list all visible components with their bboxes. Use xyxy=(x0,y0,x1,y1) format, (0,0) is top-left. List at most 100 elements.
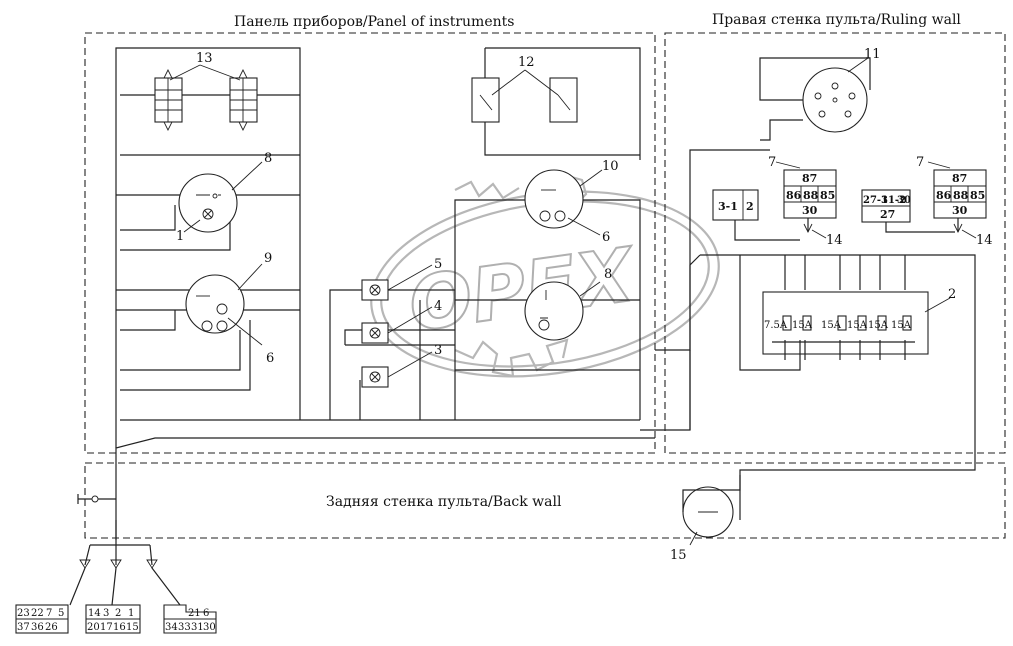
c1-top-2: 22 xyxy=(31,608,44,619)
fuse-6: 15A xyxy=(891,320,912,331)
c3-bot-2: 33 xyxy=(178,622,191,633)
relay-right-block: 87 86 88 85 30 xyxy=(933,169,987,219)
callout-7-right: 7 xyxy=(916,155,924,170)
relay-left-pin-88: 88 xyxy=(803,189,819,202)
leader-4 xyxy=(387,306,433,334)
leader-11 xyxy=(847,57,869,73)
connector-14-left xyxy=(734,218,813,241)
callout-14-right: 14 xyxy=(976,233,993,248)
connector-14-right xyxy=(885,218,963,234)
callout-12: 12 xyxy=(518,55,535,70)
gauge-8-upper xyxy=(178,173,238,233)
switch-13-left xyxy=(154,68,183,132)
lamp-5 xyxy=(361,279,389,301)
leader-2 xyxy=(924,297,951,313)
c2-top-3: 2 xyxy=(115,608,121,619)
socket-15 xyxy=(682,475,741,538)
relay-left-cell-a: 3-1 xyxy=(718,200,738,213)
leader-6-left xyxy=(227,317,263,346)
relay-right-pin-30: 30 xyxy=(952,204,968,217)
relay-left-pin-30: 30 xyxy=(802,204,818,217)
leader-7-left xyxy=(775,161,801,169)
fuse-1: 7.5A xyxy=(764,320,788,331)
leader-12 xyxy=(491,69,559,96)
callout-9: 9 xyxy=(264,251,272,266)
leader-10 xyxy=(579,169,603,187)
c1-bot-2: 36 xyxy=(31,622,44,633)
title-instrument-panel: Панель приборов/Panel of instruments xyxy=(234,14,514,30)
zone-back-wall xyxy=(84,462,1006,539)
harness-split xyxy=(84,520,153,566)
relay-right-pin-87: 87 xyxy=(952,172,967,185)
relay-left-pin-85: 85 xyxy=(820,189,835,202)
c2-top-1: 14 xyxy=(88,608,101,619)
plug-leads xyxy=(69,567,181,606)
c3-bot-4: 30 xyxy=(203,622,216,633)
c1-top-4: 5 xyxy=(58,608,64,619)
switch-12-right xyxy=(549,77,578,123)
callout-6-right: 6 xyxy=(602,230,610,245)
fuse-block-2: 7.5A 15A 15A 15A 15A 15A xyxy=(689,254,976,520)
relay-right-cell-a: 27-1 xyxy=(863,195,888,206)
relay-left-block: 87 86 88 85 30 xyxy=(783,169,837,219)
relay-left-cell-b: 2 xyxy=(746,200,754,213)
c1-bot-1: 37 xyxy=(17,622,30,633)
callout-6-left: 6 xyxy=(266,351,274,366)
relay-right-pin-86: 86 xyxy=(936,189,952,202)
relay-left-pin-86: 86 xyxy=(786,189,802,202)
c2-bot-3: 16 xyxy=(113,622,126,633)
leader-8-upper xyxy=(231,161,263,191)
callout-15: 15 xyxy=(670,548,687,563)
relay-left-pins: 3-1 2 xyxy=(712,189,759,221)
relay-right-pins: 27-1 31-2 30 27 xyxy=(861,189,911,223)
callout-8-upper: 8 xyxy=(264,151,272,166)
title-ruling-wall: Правая стенка пульта/Ruling wall xyxy=(712,12,961,28)
c3-top-1: 21 xyxy=(188,608,201,619)
switch-12-left xyxy=(471,77,500,123)
c3-bot-1: 34 xyxy=(165,622,178,633)
connector-block-3: 21 6 34 33 31 30 xyxy=(163,604,217,634)
title-back-wall: Задняя стенка пульта/Back wall xyxy=(326,494,562,510)
c3-top-2: 6 xyxy=(203,608,209,619)
switch-13-right xyxy=(229,68,258,132)
relay-right-pin-88: 88 xyxy=(953,189,969,202)
leader-7-right xyxy=(927,161,951,169)
c2-top-2: 3 xyxy=(103,608,109,619)
lamp-3 xyxy=(361,366,389,388)
c1-bot-3: 26 xyxy=(45,622,58,633)
relay-right-pin-85: 85 xyxy=(970,189,985,202)
callout-2: 2 xyxy=(948,287,956,302)
fuse-3: 15A xyxy=(821,320,842,331)
callout-14-left: 14 xyxy=(826,233,843,248)
callout-4: 4 xyxy=(434,299,442,314)
c1-top-1: 23 xyxy=(17,608,30,619)
c2-top-4: 1 xyxy=(128,608,134,619)
gauge-10 xyxy=(524,169,584,229)
callout-10: 10 xyxy=(602,159,619,174)
leader-14-left xyxy=(811,229,827,239)
fuse-2: 15A xyxy=(792,320,813,331)
callout-1: 1 xyxy=(176,229,184,244)
fuse-4: 15A xyxy=(847,320,868,331)
connector-block-1: 23 22 7 5 37 36 26 xyxy=(15,604,69,634)
relay-left-pin-87: 87 xyxy=(802,172,817,185)
gauge-9 xyxy=(185,274,245,334)
connector-11 xyxy=(759,57,871,141)
c1-top-3: 7 xyxy=(46,608,52,619)
c2-bot-1: 20 xyxy=(87,622,100,633)
zone-ruling-wall xyxy=(664,32,1006,454)
plug-tips xyxy=(79,559,158,569)
gauge-8-lower xyxy=(524,281,584,341)
connector-block-2: 14 3 2 1 20 17 16 15 xyxy=(85,604,141,634)
leader-9 xyxy=(237,263,263,291)
leader-6-right xyxy=(567,217,601,236)
relay-right-cell-c: 30 xyxy=(897,195,911,206)
leader-14-right xyxy=(961,229,977,239)
callout-7-left: 7 xyxy=(768,155,776,170)
ground-symbol xyxy=(77,494,116,504)
callout-5: 5 xyxy=(434,257,442,272)
leader-15 xyxy=(689,531,698,546)
leader-3 xyxy=(387,351,433,378)
lamp-4 xyxy=(361,322,389,344)
